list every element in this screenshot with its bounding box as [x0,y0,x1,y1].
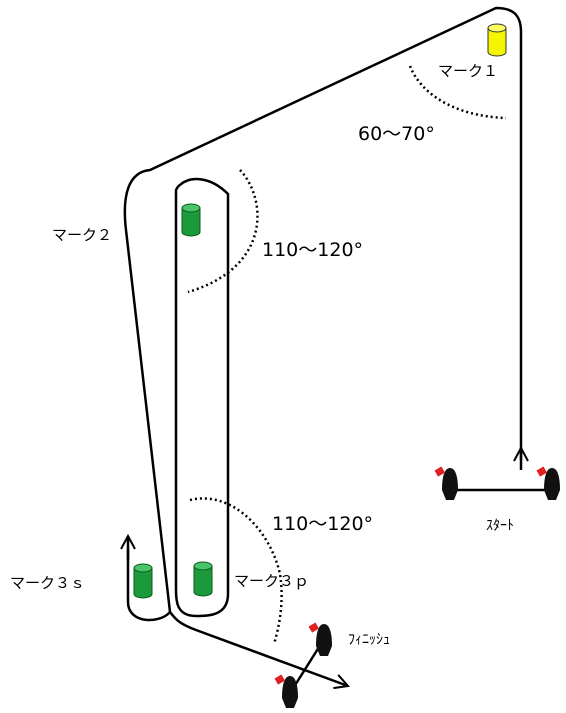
label-mark1: マーク１ [438,62,498,80]
buoy-icon [181,203,201,237]
course-line [123,6,523,686]
leg-mark1-to-mark2 [123,6,523,613]
label-mark3p: マーク３ｐ [234,572,309,590]
buoy-icon [487,23,507,57]
loop-mark2-inner [174,177,230,618]
loop-mark3s [126,548,171,622]
label-finish: ﾌｨﾆｯｼｭ [348,632,390,648]
leg-mark3-to-finish [169,611,348,686]
buoy-icon [193,561,213,597]
buoy-icon [133,563,153,599]
label-start: ｽﾀｰﾄ [486,518,514,534]
label-mark3s: マーク３ｓ [10,574,85,592]
boat-icon [536,466,560,500]
boat-icon [274,674,298,708]
label-mark2: マーク２ [52,226,112,244]
angle-label-mark3: 110～120° [272,513,373,535]
boat-icon [308,622,332,656]
angle-arc-mark2 [187,169,259,294]
angle-label-mark2: 110～120° [262,239,363,261]
angle-arc-mark3 [189,497,283,645]
boat-icon [434,466,458,500]
angle-label-mark1: 60～70° [358,123,435,145]
